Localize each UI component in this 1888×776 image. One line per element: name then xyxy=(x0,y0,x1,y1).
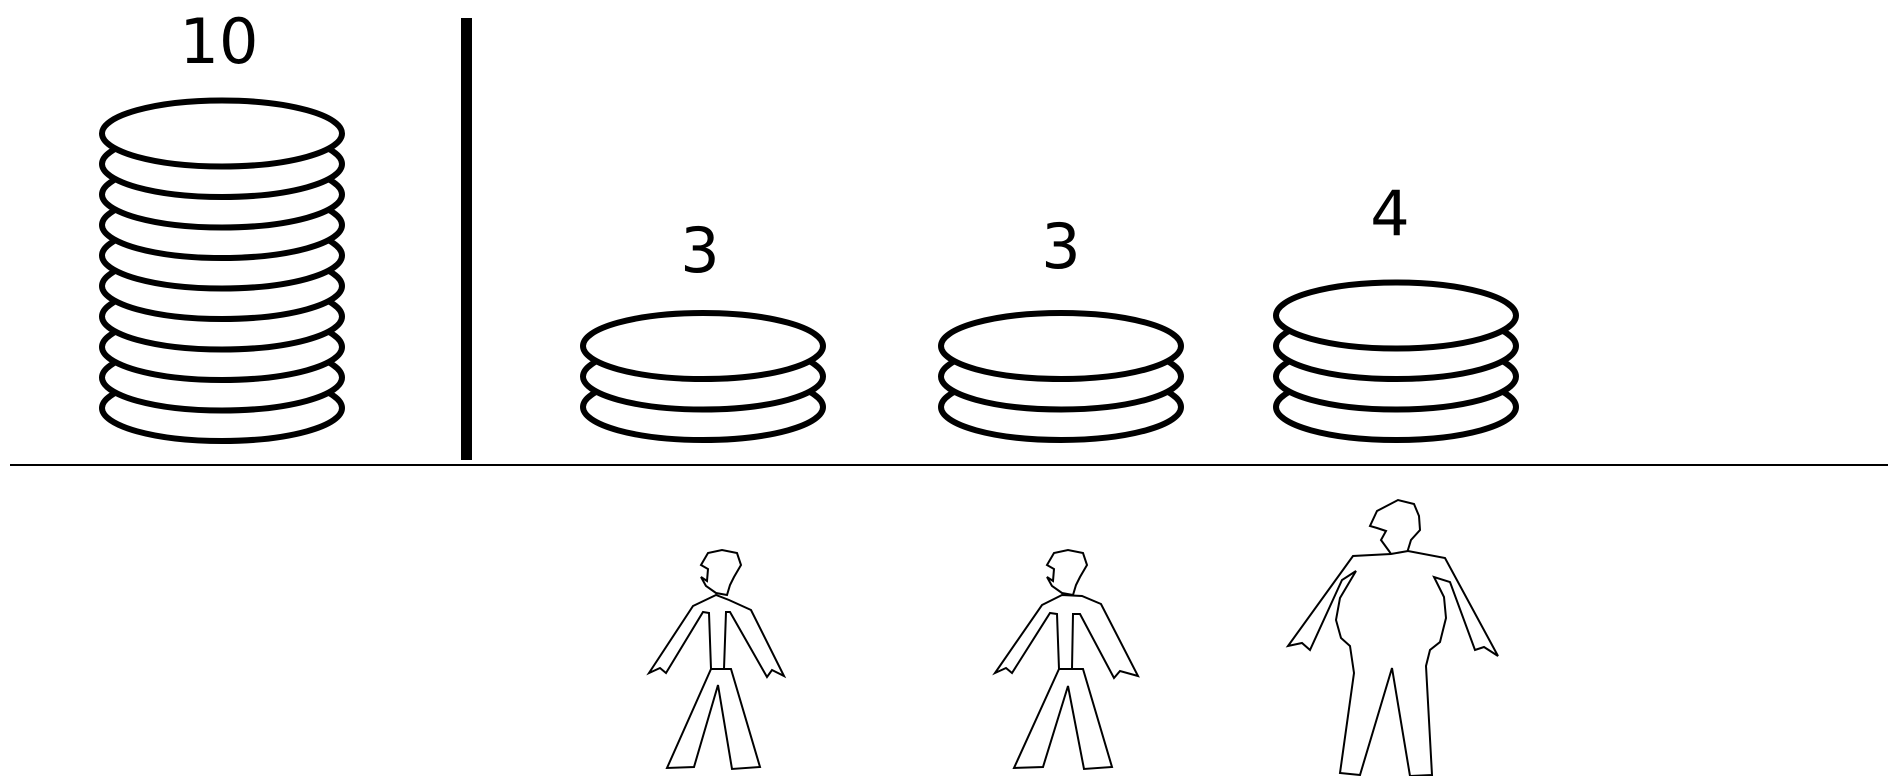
total-coins xyxy=(99,97,345,444)
share-1-count-label: 3 xyxy=(680,214,719,287)
share-2-coins xyxy=(938,310,1184,443)
person-large-icon xyxy=(1285,498,1499,776)
total-coin-stack: 10 xyxy=(99,5,345,444)
share-2-count-label: 3 xyxy=(1041,210,1080,283)
total-coin-10 xyxy=(99,97,345,170)
person-large-body xyxy=(1285,549,1499,776)
person-large-head xyxy=(1368,498,1422,556)
share-stack-1: 3 xyxy=(580,214,826,443)
total-count-label: 10 xyxy=(180,5,259,78)
vertical-divider xyxy=(461,18,472,460)
share-1-coins xyxy=(580,310,826,443)
person-small-2-body xyxy=(992,593,1140,680)
share-3-coin-4 xyxy=(1273,279,1519,352)
person-small-2-icon xyxy=(992,548,1140,771)
share-2-coin-3 xyxy=(938,310,1184,382)
share-3-count-label: 4 xyxy=(1370,177,1409,250)
person-small-1-head xyxy=(699,548,743,597)
person-small-2-head xyxy=(1045,548,1089,597)
share-3-coins xyxy=(1273,279,1519,443)
share-stack-3: 4 xyxy=(1273,177,1519,443)
person-small-2-legs xyxy=(1012,668,1114,771)
share-1-coin-3 xyxy=(580,310,826,382)
person-small-1-legs xyxy=(665,668,762,771)
person-small-1-icon xyxy=(646,548,787,771)
person-small-1-left-arm xyxy=(646,593,787,679)
share-stack-2: 3 xyxy=(938,210,1184,443)
